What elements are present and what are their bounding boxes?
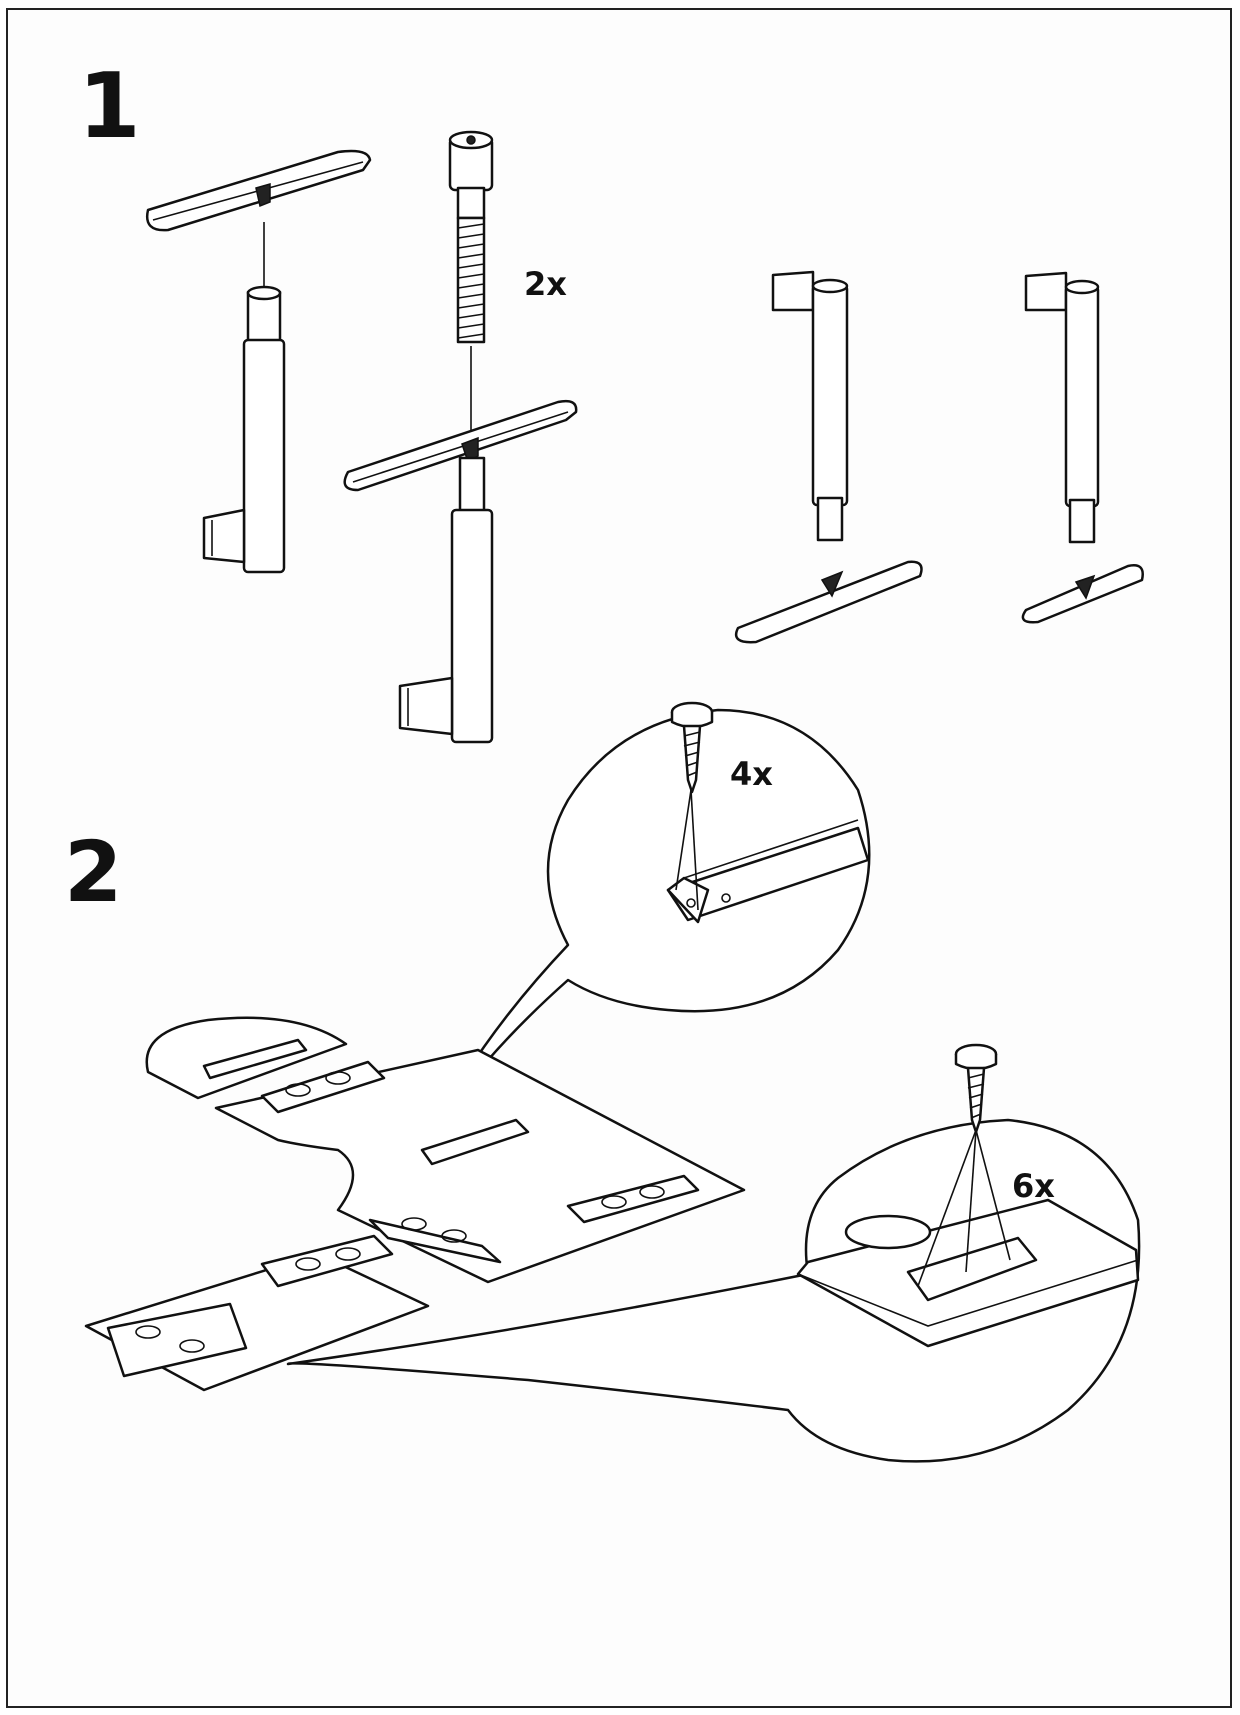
desk-panel-main: [214, 1048, 746, 1284]
screw-quantity-label-upper: 4x: [730, 755, 773, 793]
step-number-2: 2: [64, 823, 123, 921]
foot-bar-left-top: [145, 149, 372, 232]
detail-callout-lower: [286, 1118, 1141, 1463]
desk-panel-semicircle: [145, 1016, 348, 1100]
assembly-illustration: [84, 130, 1144, 1463]
instruction-sheet: 1 2x 2 4x 6x: [6, 8, 1232, 1708]
desk-panel-lower: [84, 1234, 430, 1392]
screw-quantity-label-lower: 6x: [1012, 1167, 1055, 1205]
screw-icon-upper: [670, 701, 714, 794]
leg-column-center: [398, 456, 494, 744]
step-number-1: 1: [78, 54, 141, 159]
leg-column-right-1: [734, 270, 923, 644]
leg-column-right-2: [1021, 271, 1144, 624]
bolt-quantity-label: 2x: [524, 265, 567, 303]
screw-icon-lower: [954, 1043, 998, 1134]
foot-bar-center: [343, 399, 578, 492]
detail-callout-upper: [426, 708, 871, 1142]
bolt-icon: [448, 130, 494, 344]
leg-column-left: [202, 285, 286, 574]
